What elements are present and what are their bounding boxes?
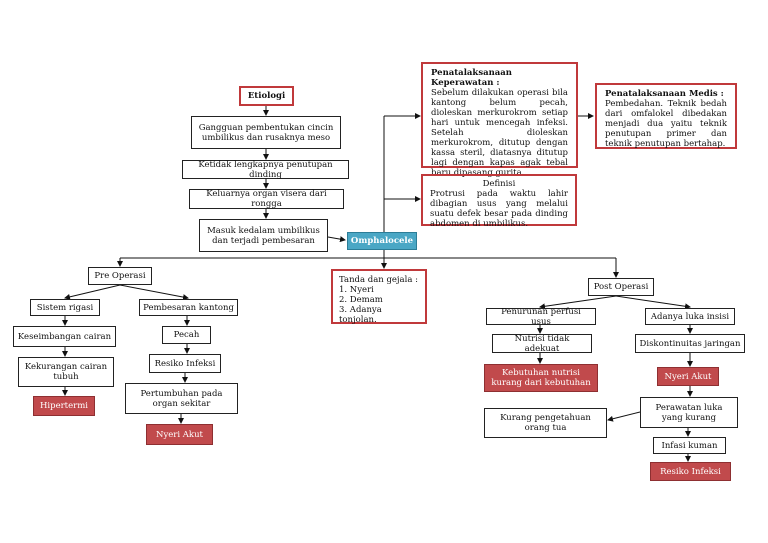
etiologi-title: Etiologi xyxy=(239,86,294,106)
pre-operasi-node: Pre Operasi xyxy=(88,267,152,285)
nyeri-akut-post-diagnosis: Nyeri Akut xyxy=(657,367,719,386)
etiologi-step-1: Gangguan pembentukan cincin umbilikus da… xyxy=(191,116,341,149)
etiologi-step-2: Ketidak lengkapnya penutupan dinding xyxy=(182,160,349,180)
tanda-item-1: 1. Nyeri xyxy=(339,285,374,295)
resiko-infeksi-pre-node: Resiko Infeksi xyxy=(149,354,221,373)
keperawatan-title: Penatalaksanaan Keperawatan : xyxy=(431,68,512,88)
pertumbuhan-organ-node: Pertumbuhan pada organ sekitar xyxy=(125,383,238,414)
tanda-title: Tanda dan gejala : xyxy=(339,275,418,285)
keperawatan-box: Penatalaksanaan Keperawatan : Sebelum di… xyxy=(421,62,578,178)
medis-title: Penatalaksanaan Medis : xyxy=(605,89,724,99)
diskontinuitas-node: Diskontinuitas jaringan xyxy=(635,334,745,353)
infasi-kuman-node: Infasi kuman xyxy=(653,437,726,454)
pecah-node: Pecah xyxy=(162,326,211,344)
pembesaran-kantong-node: Pembesaran kantong xyxy=(139,299,238,316)
perawatan-luka-node: Perawatan luka yang kurang xyxy=(640,397,738,428)
kekurangan-cairan-node: Kekurangan cairan tubuh xyxy=(18,357,114,387)
keperawatan-body: Sebelum dilakukan operasi bila kantong b… xyxy=(431,88,568,178)
resiko-infeksi-post-diagnosis: Resiko Infeksi xyxy=(650,462,731,481)
tanda-box: Tanda dan gejala : 1. Nyeri 2. Demam 3. … xyxy=(331,269,427,325)
etiologi-step-3: Keluarnya organ visera dari rongga xyxy=(189,189,344,209)
post-operasi-node: Post Operasi xyxy=(588,278,654,296)
omphalocele-node: Omphalocele xyxy=(347,232,417,250)
definisi-box: Definisi Protrusi pada waktu lahir dibag… xyxy=(421,174,577,229)
medis-box: Penatalaksanaan Medis : Pembedahan. Tekn… xyxy=(595,83,737,149)
penurunan-perfusi-node: Penurunan perfusi usus xyxy=(486,307,596,327)
nyeri-akut-pre-diagnosis: Nyeri Akut xyxy=(146,424,213,445)
keseimbangan-cairan-node: Keseimbangan cairan xyxy=(13,326,116,347)
tanda-item-2: 2. Demam xyxy=(339,295,383,305)
medis-body: Pembedahan. Teknik bedah dari omfalokel … xyxy=(605,99,727,149)
tanda-item-3: 3. Adanya tonjolan. xyxy=(339,305,382,325)
nutrisi-tidak-adekuat-node: Nutrisi tidak adekuat xyxy=(492,334,592,354)
definisi-title: Definisi xyxy=(482,179,516,189)
hipertermi-diagnosis: Hipertermi xyxy=(33,396,95,416)
kurang-pengetahuan-node: Kurang pengetahuan orang tua xyxy=(484,408,607,438)
kebutuhan-nutrisi-diagnosis: Kebutuhan nutrisi kurang dari kebutuhan xyxy=(484,364,598,392)
luka-insisi-node: Adanya luka insisi xyxy=(645,308,735,325)
sistem-rigasi-node: Sistem rigasi xyxy=(30,299,100,316)
definisi-body: Protrusi pada waktu lahir dibagian usus … xyxy=(430,189,568,229)
etiologi-step-4: Masuk kedalam umbilikus dan terjadi pemb… xyxy=(199,219,328,252)
